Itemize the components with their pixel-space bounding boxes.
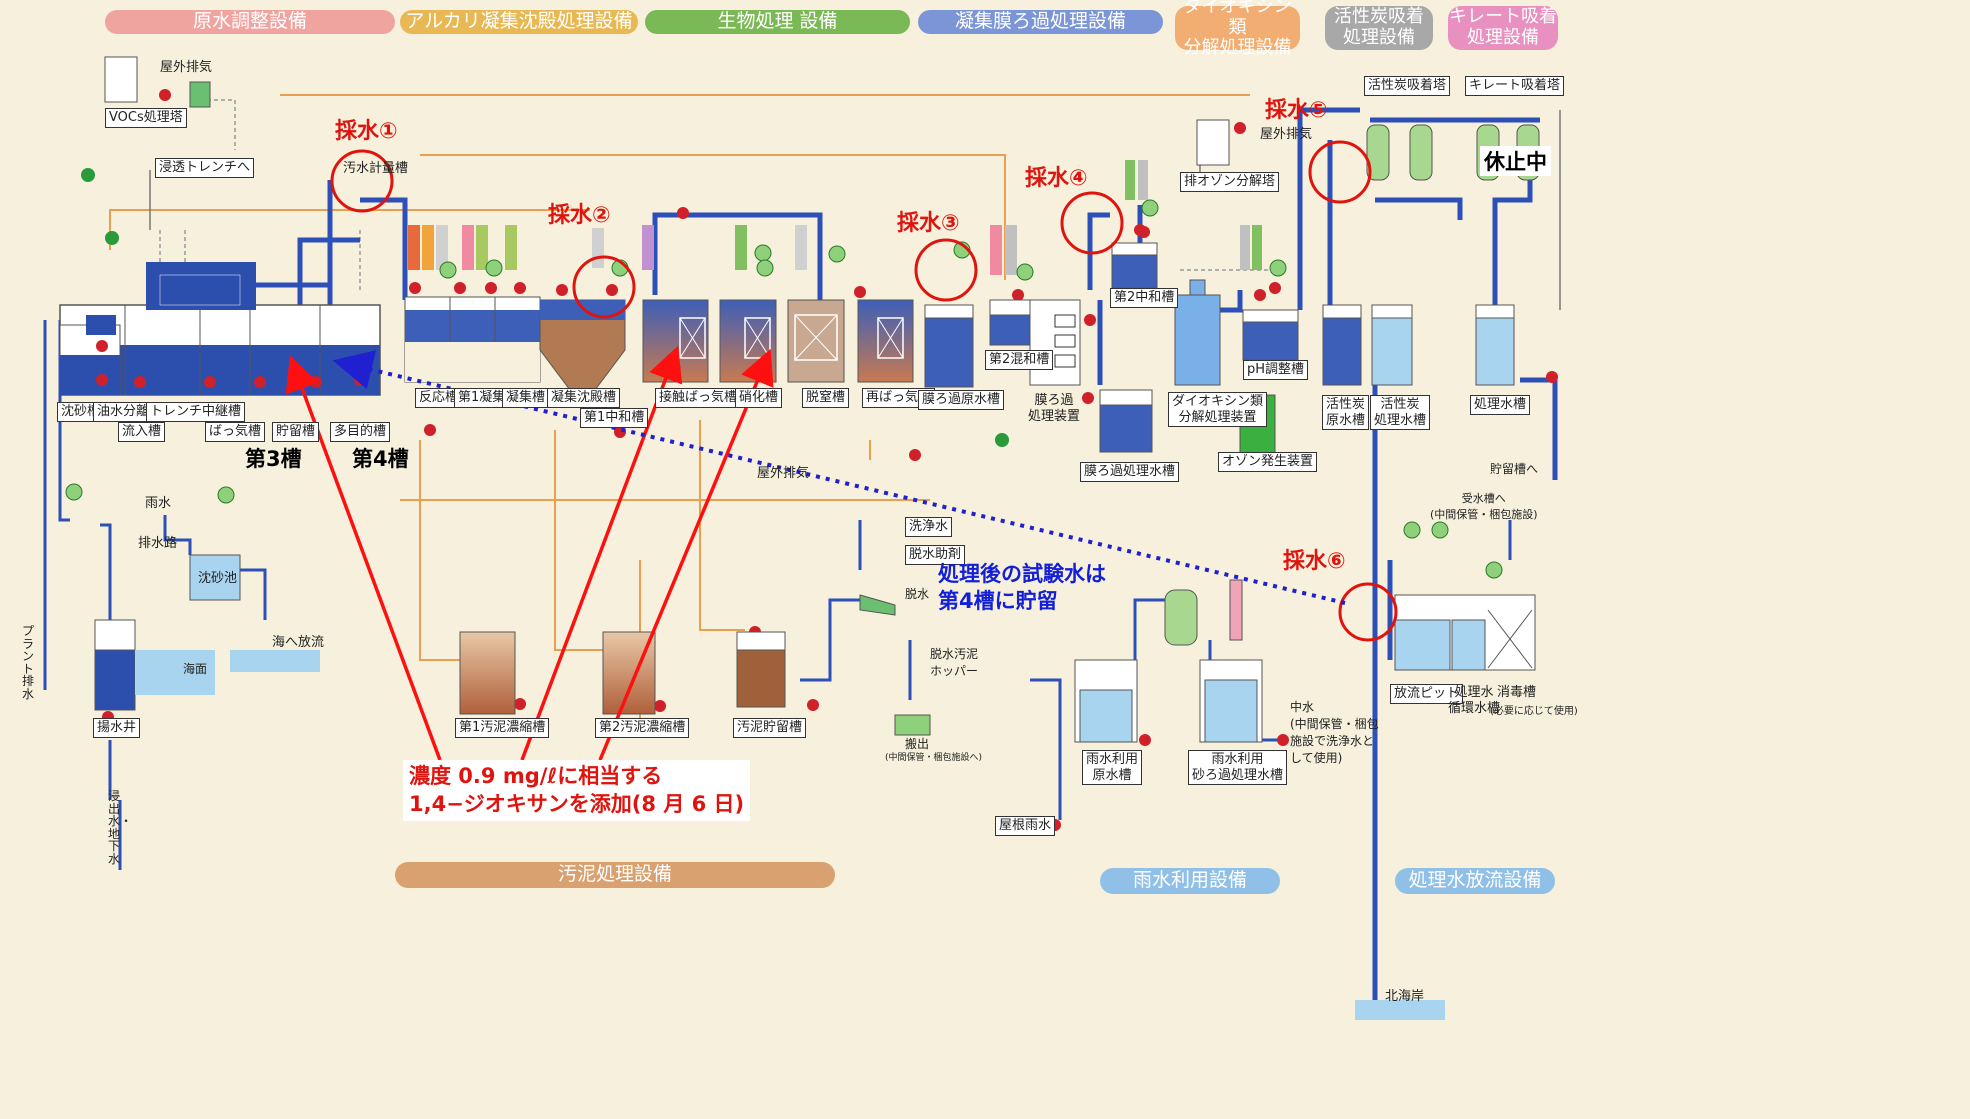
label-ozone-tower: 排オゾン分解塔 — [1180, 172, 1280, 192]
note-north-shore: 北海岸 — [1385, 989, 1425, 1004]
label-sea: 海面 — [183, 662, 208, 676]
label-dioxin-dev: ダイオキシン類 分解処理装置 — [1168, 392, 1268, 428]
callout-tank4: 第4槽 — [352, 447, 409, 471]
blue-note-line2: 第4槽に貯留 — [938, 589, 1058, 614]
alkali-tanks — [404, 296, 626, 391]
note-receive-tank: 受水槽へ (中間保管・梱包施設) — [1430, 492, 1538, 521]
section-discharge: 処理水放流設備 — [1395, 868, 1555, 894]
sample-3: 採水③ — [897, 211, 960, 236]
label-multi: 多目的槽 — [330, 422, 391, 442]
sample-6: 採水⑥ — [1283, 549, 1346, 574]
blue-note: 処理後の試験水は 第4槽に貯留 — [938, 561, 1106, 616]
raw-water-tanks — [59, 262, 381, 396]
label-voc: VOCs処理塔 — [105, 108, 187, 128]
section-chelate: キレート吸着 処理設備 — [1448, 6, 1558, 50]
section-sludge: 汚泥処理設備 — [395, 862, 835, 888]
sample-2: 採水② — [548, 203, 611, 228]
discharge-tanks — [1074, 579, 1536, 1020]
note-middle-water: 中水 (中間保管・梱包 施設で洗浄水と して使用) — [1290, 700, 1379, 765]
label-ac-treated: 活性炭 処理水槽 — [1370, 395, 1431, 431]
section-alkali: アルカリ凝集沈殿処理設備 — [400, 10, 638, 34]
label-rain-raw: 雨水利用 原水槽 — [1082, 750, 1143, 786]
red-arrows — [285, 345, 774, 761]
label-inflow: 流入槽 — [118, 422, 166, 442]
label-coag-settle: 凝集沈殿槽 — [547, 388, 621, 408]
label-rain-filtered: 雨水利用 砂ろ過処理水槽 — [1188, 750, 1288, 786]
label-discharge-pit: 放流ピット — [1390, 684, 1464, 704]
label-lift-well: 揚水井 — [93, 718, 141, 738]
label-neutral2b: 第2混和槽 — [985, 350, 1054, 370]
label-meter-tank: 汚水計量槽 — [343, 161, 409, 176]
label-ozone-gen: オゾン発生装置 — [1218, 452, 1318, 472]
label-nitrify: 硝化槽 — [735, 388, 783, 408]
label-denitrify: 脱窒槽 — [802, 388, 850, 408]
note-plant-drain: プラント排水 — [22, 624, 35, 701]
label-chinsa: 沈砂槽 — [57, 402, 105, 422]
blower-markers — [81, 168, 1009, 447]
red-note-line2: 1,4−ジオキサンを添加(8 月 6 日) — [409, 792, 745, 817]
note-carry-note: (中間保管・梱包施設へ) — [885, 753, 983, 763]
blue-note-line1: 処理後の試験水は — [938, 562, 1106, 586]
label-ph-adj: pH調整槽 — [1243, 360, 1309, 380]
red-note-line1: 濃度 0.9 mg/ℓに相当する — [409, 764, 663, 788]
note-outdoor-exhaust2: 屋外排気 — [1260, 127, 1313, 142]
label-neutral1: 第1中和槽 — [580, 408, 649, 428]
label-treated: 処理水槽 — [1470, 395, 1531, 415]
meters — [65, 199, 1503, 579]
label-chelate-tower: キレート吸着塔 — [1465, 76, 1565, 96]
label-sludge2: 第2汚泥濃縮槽 — [595, 718, 690, 738]
label-disinfect-note: (必要に応じて使用) — [1490, 706, 1578, 717]
note-dewater: 脱水 — [905, 587, 930, 601]
label-storage: 貯留槽 — [272, 422, 320, 442]
callout-tank3: 第3槽 — [245, 447, 302, 471]
label-reaeration: 再ばっ気槽 — [862, 388, 936, 408]
label-neutral2: 第2中和槽 — [1110, 288, 1179, 308]
label-sand-pit: 沈砂池 — [198, 571, 238, 586]
label-ac-tower: 活性炭吸着塔 — [1364, 76, 1451, 96]
section-membrane: 凝集膜ろ過処理設備 — [918, 10, 1163, 34]
note-to-storage: 貯留槽へ — [1490, 462, 1539, 476]
note-hopper: 脱水汚泥 ホッパー — [930, 647, 979, 678]
sample-1: 採水① — [335, 119, 398, 144]
label-ac-raw: 活性炭 原水槽 — [1322, 395, 1370, 431]
label-trench-mid: トレンチ中継槽 — [146, 402, 246, 422]
label-sludge-store: 汚泥貯留槽 — [733, 718, 807, 738]
section-rain: 雨水利用設備 — [1100, 868, 1280, 894]
label-trench: 浸透トレンチへ — [155, 158, 255, 178]
section-dioxin: ダイオキシン類 分解処理設備 — [1175, 0, 1300, 58]
callout-suspended: 休止中 — [1480, 146, 1551, 176]
label-sludge1: 第1汚泥濃縮槽 — [455, 718, 550, 738]
section-activated: 活性炭吸着 処理設備 — [1325, 6, 1433, 50]
membrane-tanks — [924, 242, 1158, 453]
label-rain: 雨水 — [145, 496, 172, 511]
label-mem-treated: 膜ろ過処理水槽 — [1080, 462, 1180, 482]
red-note: 濃度 0.9 mg/ℓに相当する 1,4−ジオキサンを添加(8 月 6 日) — [403, 760, 751, 821]
note-dewater-aid: 脱水助剤 — [905, 545, 966, 565]
note-carry-out: 搬出 — [905, 737, 930, 751]
note-to-sea: 海へ放流 — [272, 635, 325, 650]
note-outdoor-exhaust3: 屋外排気 — [757, 466, 810, 481]
motors — [409, 224, 1266, 301]
label-aeration1: ばっ気槽 — [205, 422, 266, 442]
sludge-tanks — [459, 594, 931, 736]
label-drainage: 排水路 — [138, 536, 178, 551]
section-bio: 生物処理 設備 — [645, 10, 910, 34]
note-leachate: 浸出水・地下水 — [108, 789, 133, 866]
note-outdoor-exhaust: 屋外排気 — [160, 60, 213, 75]
note-wash-water: 洗浄水 — [905, 517, 953, 537]
label-mem-raw: 膜ろ過原水槽 — [918, 390, 1005, 410]
sample-circles — [330, 140, 1398, 642]
section-raw-water: 原水調整設備 — [105, 10, 395, 34]
label-treated-circ: 処理水 循環水槽 — [1448, 685, 1501, 716]
label-mem-device: 膜ろ過 処理装置 — [1028, 393, 1081, 424]
bio-tanks — [642, 299, 914, 383]
left-area — [94, 554, 320, 711]
label-roof-rain: 屋根雨水 — [995, 816, 1056, 836]
label-disinfect: 消毒槽 — [1497, 685, 1537, 700]
label-flocc: 凝集槽 — [502, 388, 550, 408]
sample-5: 採水⑤ — [1265, 98, 1328, 123]
sample-4: 採水④ — [1025, 166, 1088, 191]
label-contact: 接触ばっ気槽 — [655, 388, 742, 408]
